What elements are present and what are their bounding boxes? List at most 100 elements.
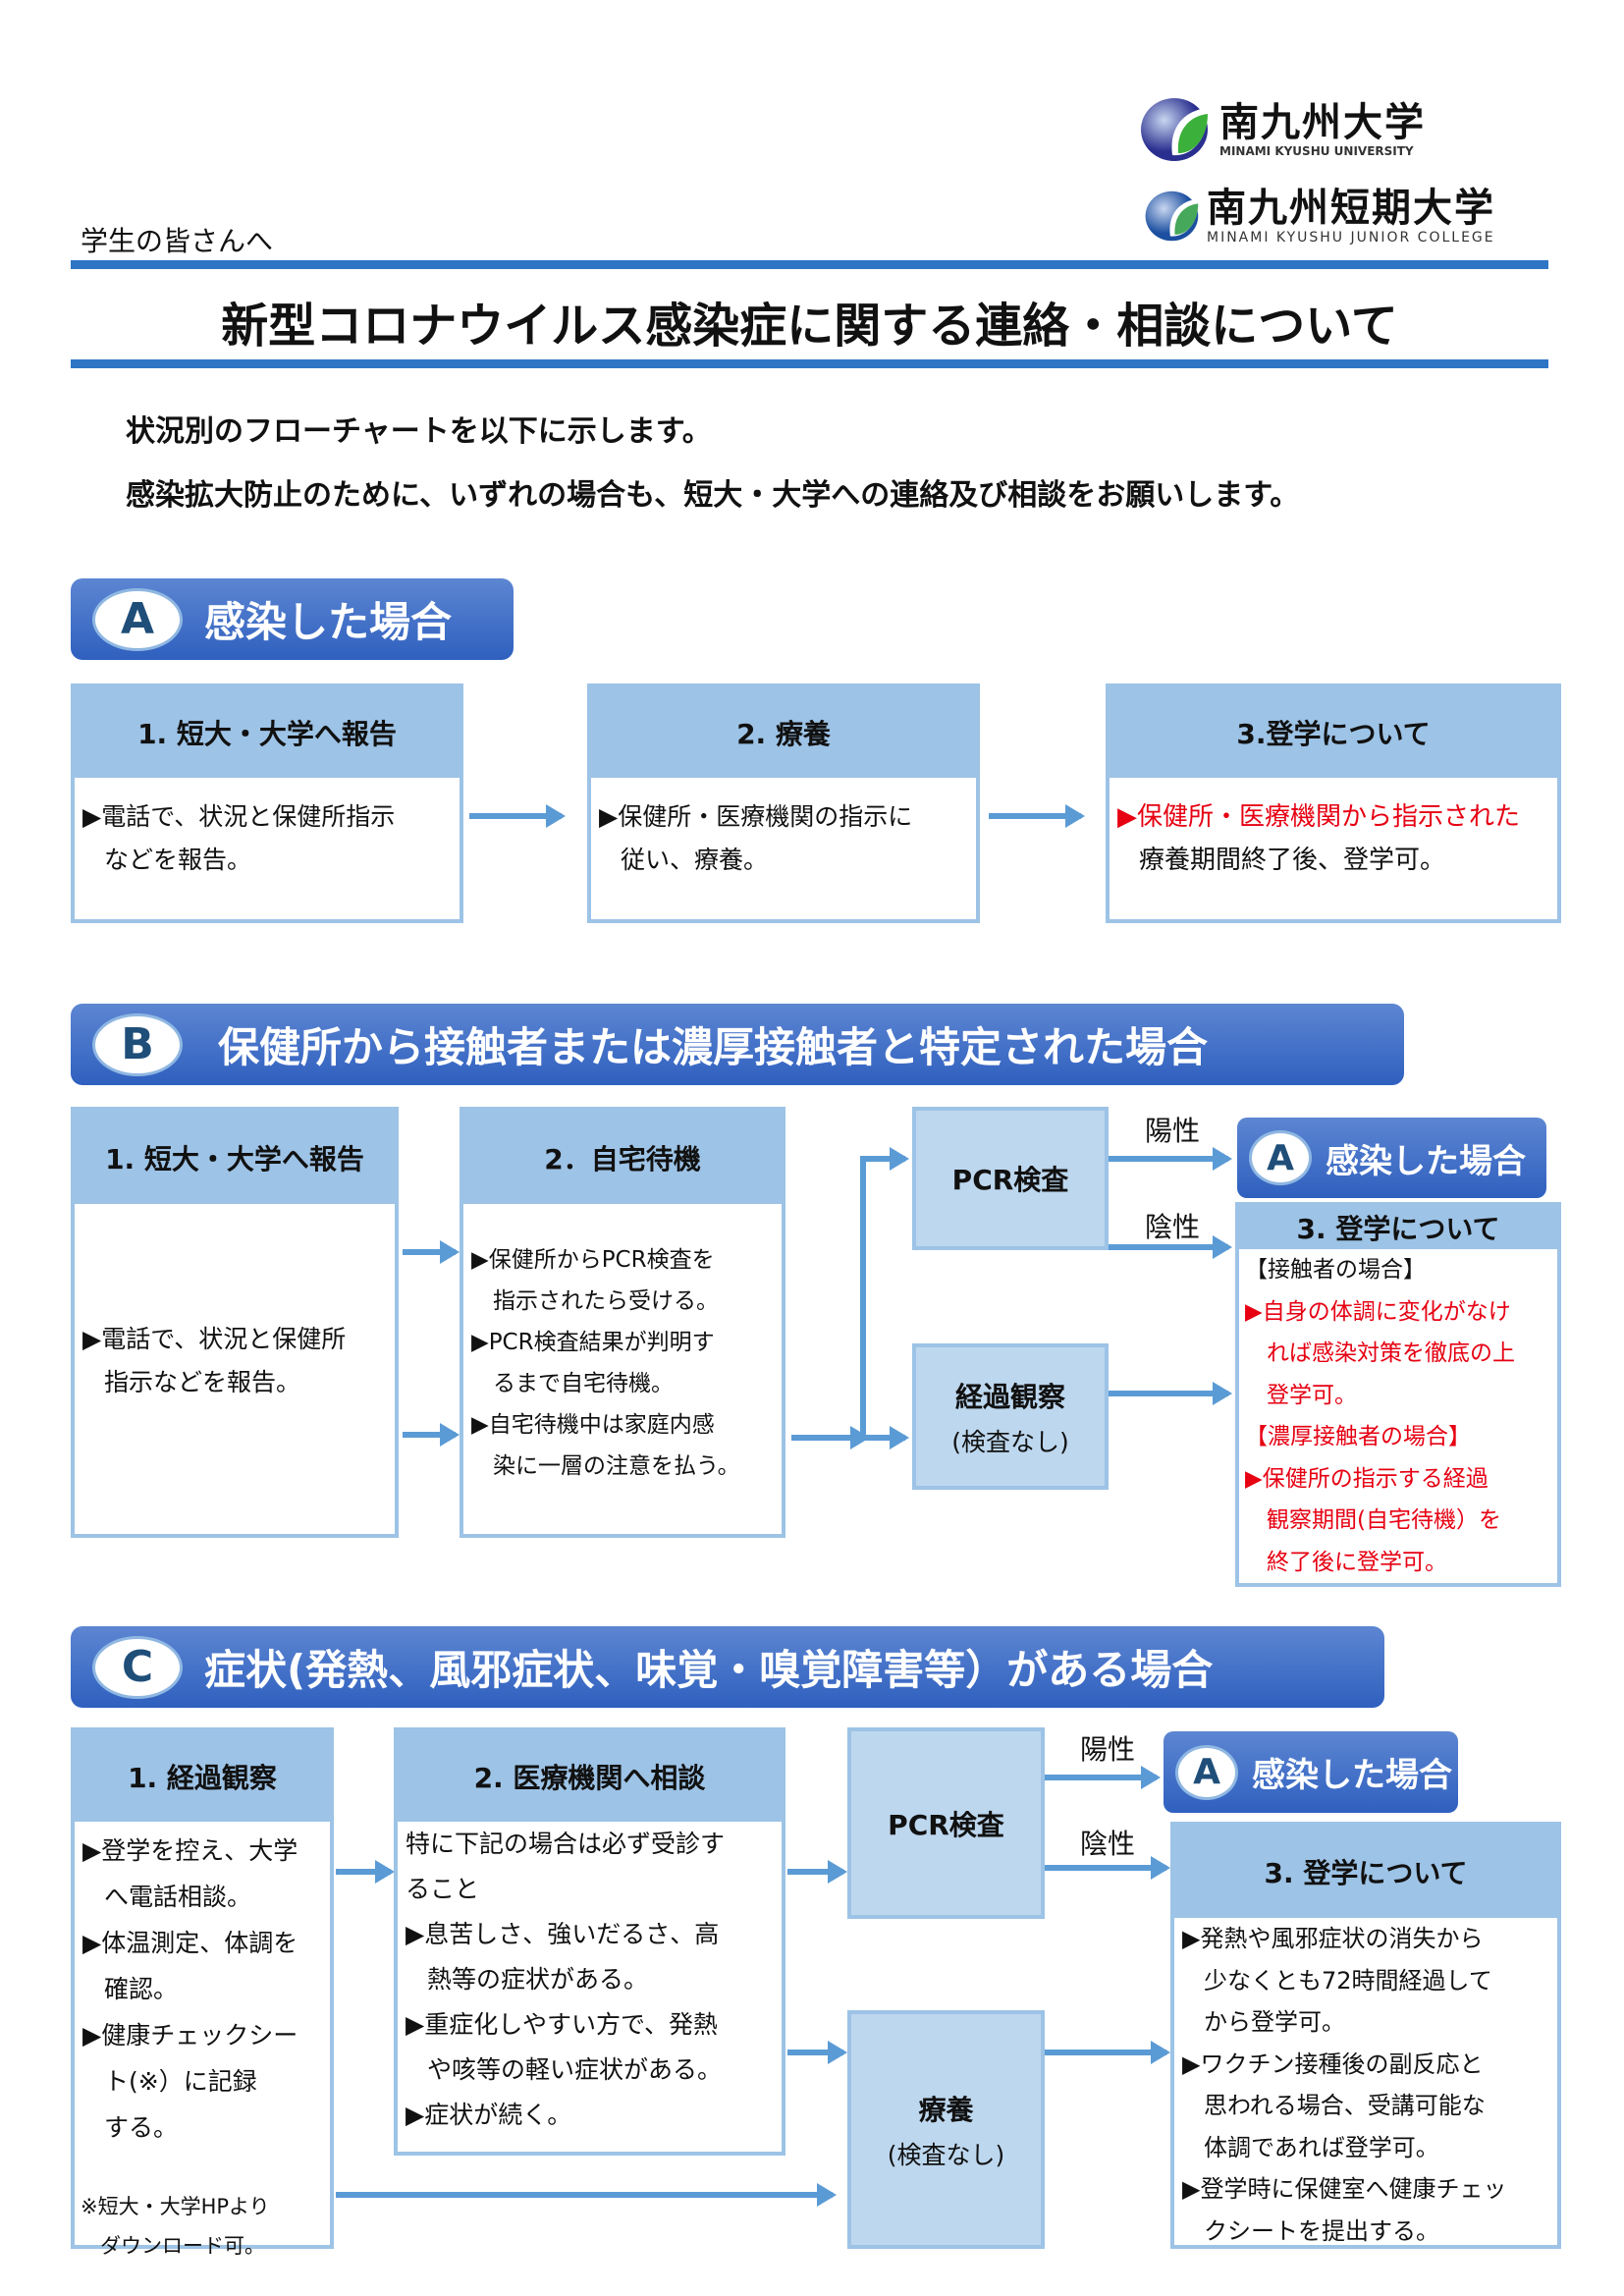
c-badge-letter: A [1175, 1744, 1238, 1800]
section-c-title: 症状(発熱、風邪症状、味覚・嗅覚障害等）がある場合 [204, 1646, 1214, 1694]
b-badge-title: 感染した場合 [1326, 1141, 1526, 1181]
c-step1-box: 1. 経過観察 ▶登学を控え、大学へ電話相談。▶体温測定、体調を確認。▶健康チェ… [71, 1727, 334, 2258]
body-line: 観察期間(自宅待機）を [1267, 1507, 1501, 1533]
arrow-icon [336, 2183, 837, 2207]
b-step1-body: ▶電話で、状況と保健所指示などを報告。 [75, 1204, 395, 1414]
a-step3-body: ▶保健所・医療機関から指示された療養期間終了後、登学可。 [1110, 778, 1557, 892]
body-line: ▶自身の体調に変化がなけ [1245, 1298, 1511, 1325]
body-line: ▶PCR検査結果が判明す [471, 1330, 715, 1355]
b-step1-box: 1. 短大・大学へ報告 ▶電話で、状況と保健所指示などを報告。 [71, 1107, 399, 1538]
c-step1-title: 1. 経過観察 [75, 1731, 330, 1822]
b-infected-badge[interactable]: A 感染した場合 [1237, 1118, 1546, 1198]
body-line: ▶症状が続く。 [406, 2101, 572, 2129]
a-step2-box: 2. 療養 ▶保健所・医療機関の指示に従い、療養。 [587, 683, 980, 923]
college-logo: 南九州短期大学 MINAMI KYUSHU JUNIOR COLLEGE [1144, 187, 1495, 246]
body-line: 終了後に登学可。 [1267, 1549, 1447, 1575]
body-line: ▶登学を控え、大学 [82, 1836, 298, 1865]
arrow-icon [787, 1860, 847, 1884]
university-logo: 南九州大学 MINAMI KYUSHU UNIVERSITY [1139, 96, 1426, 163]
university-name-jp: 南九州大学 [1219, 100, 1426, 145]
body-line: ▶ワクチン接種後の副反応と [1182, 2050, 1484, 2078]
b-positive-label: 陽性 [1145, 1115, 1201, 1147]
college-name-en: MINAMI KYUSHU JUNIOR COLLEGE [1207, 230, 1495, 246]
section-a-header: A 感染した場合 [71, 578, 514, 660]
arrow-icon [1109, 1382, 1232, 1405]
arrow-icon [1045, 1856, 1170, 1880]
c-step3-box: 3. 登学について ▶発熱や風邪症状の消失から少なくとも72時間経過してから登学… [1170, 1822, 1561, 2249]
body-line: 熱等の症状がある。 [427, 1965, 649, 1994]
c-step2-title: 2. 医療機関へ相談 [398, 1731, 782, 1822]
body-line: ▶電話で、状況と保健所 [82, 1325, 347, 1353]
c-pcr-box: PCR検査 [847, 1727, 1045, 1919]
body-line: 特に下記の場合は必ず受診す [406, 1830, 726, 1858]
c-rest-sub: (検査なし) [887, 2140, 1005, 2169]
c-negative-label: 陰性 [1080, 1828, 1136, 1860]
arrow-icon [1109, 1235, 1232, 1259]
college-logo-mark-icon [1145, 191, 1199, 242]
b-pcr-box: PCR検査 [912, 1107, 1109, 1250]
b-step1-title: 1. 短大・大学へ報告 [75, 1111, 395, 1204]
b-negative-label: 陰性 [1145, 1211, 1201, 1243]
connector-line [860, 1156, 866, 1441]
divider-bottom [71, 359, 1548, 368]
body-line: 登学可。 [1267, 1382, 1357, 1408]
c-infected-badge[interactable]: A 感染した場合 [1164, 1731, 1458, 1813]
b-pcr-label: PCR検査 [951, 1164, 1069, 1196]
body-line: クシートを提出する。 [1204, 2216, 1439, 2245]
b-step3-title: 3. 登学について [1239, 1206, 1557, 1249]
arrow-icon [1045, 1766, 1161, 1789]
c-step2-box: 2. 医療機関へ相談 特に下記の場合は必ず受診すること▶息苦しさ、強いだるさ、高… [394, 1727, 785, 2156]
body-line: ること [406, 1875, 480, 1903]
body-line: 染に一層の注意を払う。 [493, 1453, 740, 1479]
body-line: 【接触者の場合】 [1245, 1257, 1426, 1283]
b-badge-letter: A [1249, 1130, 1312, 1185]
body-line: 療養期間終了後、登学可。 [1139, 846, 1446, 875]
body-line: へ電話相談。 [104, 1883, 252, 1911]
body-line: 指示などを報告。 [104, 1368, 301, 1396]
divider-top [71, 260, 1548, 269]
section-b-title: 保健所から接触者または濃厚接触者と特定された場合 [218, 1023, 1209, 1071]
body-line: 確認。 [104, 1975, 179, 2003]
c-step1-note: ※短大・大学HPより ダウンロード可。 [81, 2187, 270, 2266]
section-a-letter: A [92, 587, 183, 651]
a-step1-box: 1. 短大・大学へ報告 ▶電話で、状況と保健所指示などを報告。 [71, 683, 463, 923]
body-line: 体調であれば登学可。 [1204, 2133, 1439, 2161]
section-b-header: B 保健所から接触者または濃厚接触者と特定された場合 [71, 1004, 1404, 1085]
addressee: 学生の皆さんへ [81, 225, 274, 257]
body-line: ▶保健所・医療機関の指示に [599, 802, 913, 831]
arrow-icon [1109, 1147, 1232, 1171]
university-name-en: MINAMI KYUSHU UNIVERSITY [1219, 144, 1414, 158]
section-b-letter: B [92, 1012, 183, 1076]
note-line: ※短大・大学HPより [81, 2195, 270, 2218]
b-step2-body: ▶保健所からPCR検査を指示されたら受ける。 ▶PCR検査結果が判明するまで自宅待… [463, 1204, 782, 1497]
body-line: から登学可。 [1204, 2008, 1345, 2036]
arrow-icon [989, 804, 1085, 828]
arrow-icon [403, 1423, 460, 1447]
body-line: れば感染対策を徹底の上 [1267, 1340, 1515, 1366]
b-step2-title: 2．自宅待機 [463, 1111, 782, 1204]
section-c-letter: C [92, 1635, 183, 1699]
c-step3-body: ▶発熱や風邪症状の消失から少なくとも72時間経過してから登学可。▶ワクチン接種後… [1174, 1918, 1557, 2262]
college-name-jp: 南九州短期大学 [1207, 186, 1495, 231]
b-observe-box: 経過観察 (検査なし) [912, 1343, 1109, 1490]
c-positive-label: 陽性 [1080, 1733, 1136, 1766]
arrow-icon [860, 1147, 909, 1171]
b-step2-box: 2．自宅待機 ▶保健所からPCR検査を指示されたら受ける。 ▶PCR検査結果が判明… [460, 1107, 785, 1538]
arrow-icon [1045, 2041, 1170, 2064]
body-line: や咳等の軽い症状がある。 [427, 2055, 723, 2084]
body-line: 【濃厚接触者の場合】 [1245, 1424, 1471, 1449]
intro-line-2: 感染拡大防止のために、いずれの場合も、短大・大学への連絡及び相談をお願いします。 [126, 478, 1300, 513]
body-line: るまで自宅待機。 [493, 1371, 674, 1396]
body-line: ▶保健所からPCR検査を [471, 1247, 715, 1273]
body-line: ▶体温測定、体調を [82, 1929, 298, 1957]
a-step2-title: 2. 療養 [591, 687, 976, 778]
a-step1-body: ▶電話で、状況と保健所指示などを報告。 [75, 778, 460, 892]
b-step3-box: 3. 登学について 【接触者の場合】 ▶自身の体調に変化がなければ感染対策を徹底の… [1235, 1202, 1561, 1587]
section-a-title: 感染した場合 [204, 598, 453, 646]
c-step1-body: ▶登学を控え、大学へ電話相談。▶体温測定、体調を確認。▶健康チェックシート(※）… [75, 1822, 330, 2160]
body-line: 指示されたら受ける。 [493, 1288, 719, 1314]
arrow-icon [336, 1860, 395, 1884]
arrow-icon [403, 1240, 460, 1264]
section-c-header: C 症状(発熱、風邪症状、味覚・嗅覚障害等）がある場合 [71, 1626, 1384, 1708]
body-line: ▶登学時に保健室へ健康チェッ [1182, 2175, 1507, 2203]
